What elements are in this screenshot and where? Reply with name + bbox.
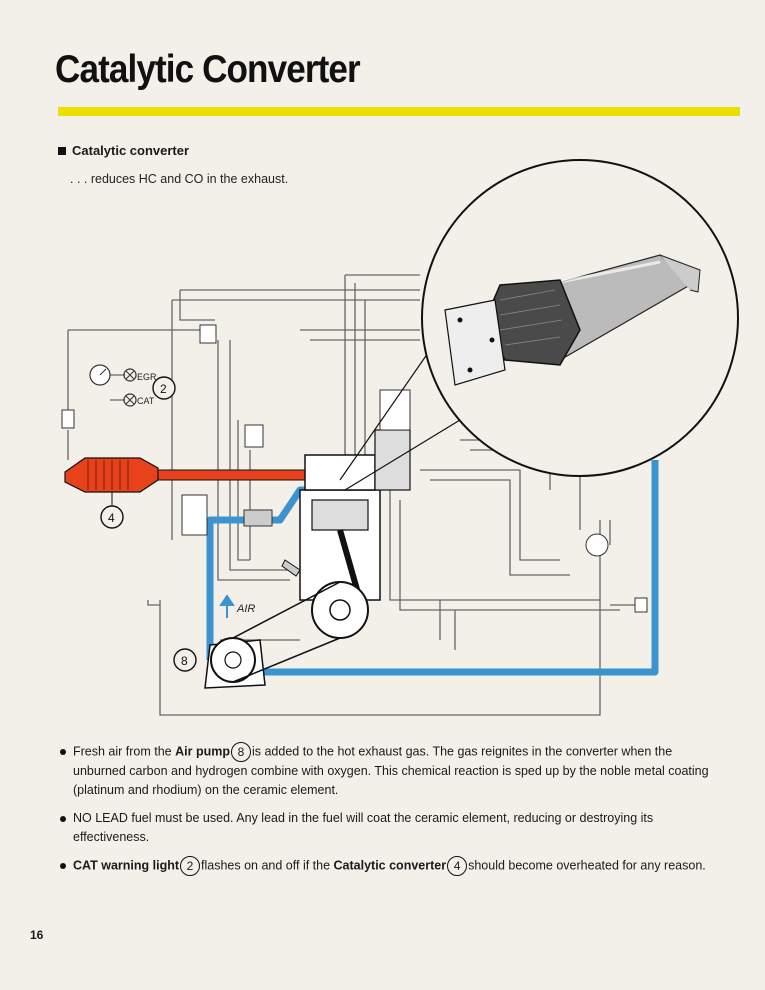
callout-8-label: 8 [181, 654, 188, 668]
page-number: 16 [30, 928, 44, 942]
ref-circle: 4 [447, 856, 468, 876]
callout-8 [173, 648, 197, 672]
list-item: NO LEAD fuel must be used. Any lead in t… [60, 809, 710, 847]
callout-2 [152, 376, 176, 400]
connector-plug [634, 597, 648, 613]
cat-warning-lamp-icon [123, 393, 137, 407]
square-bullet-icon [58, 146, 66, 155]
cat-label: CAT [137, 396, 155, 406]
thermo-switch [199, 324, 217, 344]
air-pump-valve [243, 509, 273, 527]
air-pump [204, 581, 341, 689]
engine-cylinder [281, 429, 411, 639]
section-subtitle: . . . reduces HC and CO in the exhaust. [70, 172, 289, 186]
yellow-rule [58, 107, 740, 116]
ref-circle: 2 [180, 856, 201, 876]
egr-label: EGR [137, 372, 157, 382]
callout-4 [100, 505, 124, 529]
diverter-valve [181, 494, 208, 536]
egr-warning-lamp-icon [123, 368, 137, 382]
converter-magnified-view [339, 159, 739, 491]
section-heading: Catalytic converter [58, 143, 189, 158]
bullet-dot-icon [60, 863, 66, 869]
fuse-icon [61, 409, 75, 429]
ref-circle: 8 [230, 742, 251, 762]
bullet-dot-icon [60, 816, 66, 822]
air-arrow-icon [219, 594, 235, 618]
vacuum-valve [585, 533, 609, 557]
page-title: Catalytic Converter [55, 48, 361, 91]
callout-2-label: 2 [160, 382, 167, 396]
egr-valve [244, 424, 264, 448]
bullet-dot-icon [60, 749, 66, 755]
warning-light-cluster: EGR CAT 2 [61, 364, 176, 429]
air-label: AIR [236, 603, 255, 615]
callout-4-label: 4 [108, 511, 115, 525]
section-heading-text: Catalytic converter [72, 143, 190, 158]
sensor-component [379, 389, 411, 431]
